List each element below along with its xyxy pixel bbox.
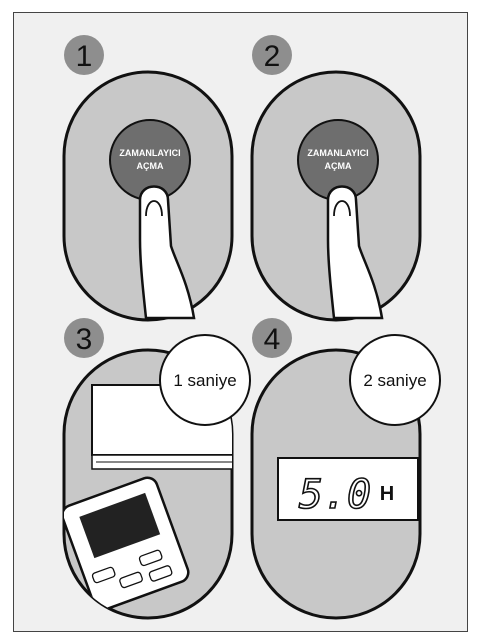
panel-2: 2 ZAMANLAYICI AÇMA [252,35,420,320]
duration-label-1s: 1 saniye [173,371,236,390]
step-4-number: 4 [264,323,281,356]
timer-on-button-line2: AÇMA [137,161,164,171]
panel-3: 3 1 saniye [60,318,250,618]
step-2-number: 2 [264,40,281,73]
timer-on-button-line1: ZAMANLAYICI [307,148,368,158]
step-3-number: 3 [76,323,93,356]
display-value: 5.0 [299,472,371,518]
duration-label-2s: 2 saniye [363,371,426,390]
timer-on-button-line1: ZAMANLAYICI [119,148,180,158]
step-1-number: 1 [76,40,93,73]
panel-1: 1 ZAMANLAYICI AÇMA [64,35,232,320]
timer-on-button-line2: AÇMA [325,161,352,171]
panel-4: 4 2 saniye 5.0 H [252,318,440,618]
display-unit: H [380,483,394,505]
